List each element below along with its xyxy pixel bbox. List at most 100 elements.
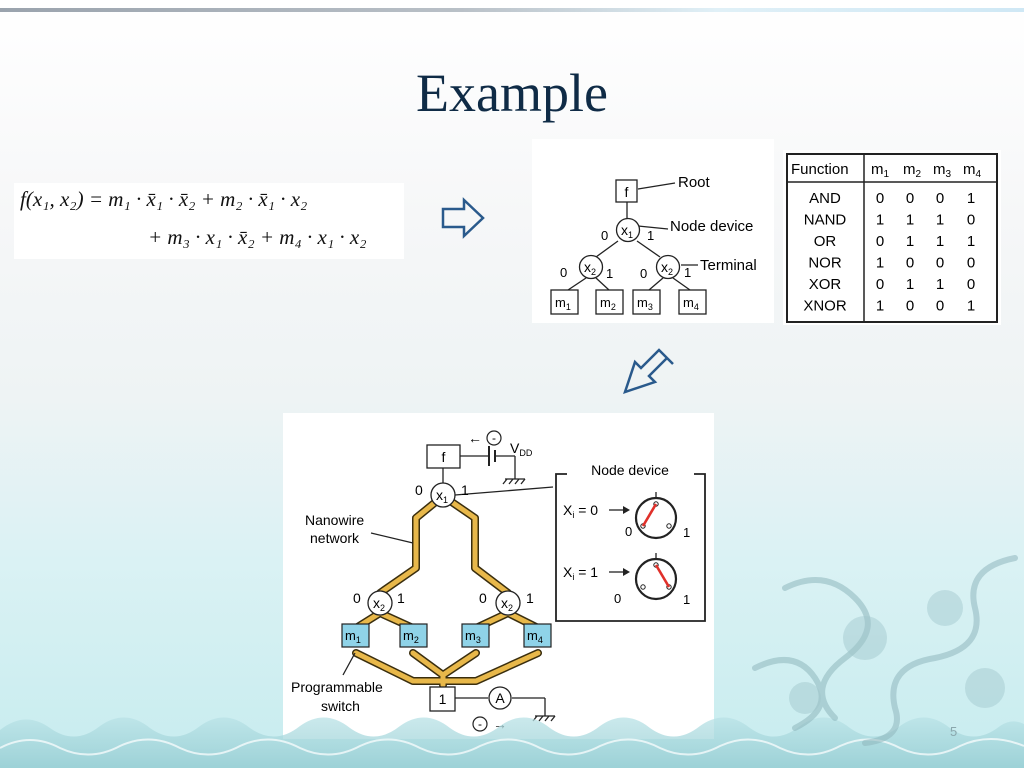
wave-border-decoration <box>0 717 1024 768</box>
truth-table-cell: 1 <box>936 276 944 293</box>
dragon-decoration <box>752 555 1018 746</box>
tree-label-node-device: Node device <box>670 218 753 235</box>
truth-table-cell: 0 <box>906 255 914 272</box>
tree-edge-0-x1: 0 <box>601 228 608 243</box>
truth-table-row-function: AND <box>809 190 841 207</box>
circuit-x2-left-text: x2 <box>373 595 385 613</box>
tree-terminal-m3-text: m3 <box>637 295 653 312</box>
circuit-ammeter-text: A <box>495 690 505 706</box>
tree-root-box <box>615 179 638 203</box>
truth-table-cell: 1 <box>876 212 884 229</box>
truth-table-cell: 1 <box>906 233 914 250</box>
tree-terminal-m2-text: m2 <box>600 295 616 312</box>
slide-number: 5 <box>950 724 958 739</box>
truth-table-header-m3: m3 <box>933 161 952 180</box>
truth-table-row-function: NAND <box>804 212 847 229</box>
circuit-label-programmable-1: Programmable <box>291 679 383 695</box>
truth-table-header-function: Function <box>791 161 849 178</box>
circuit-label-programmable-2: switch <box>321 698 360 714</box>
node-device-state-1-one: 1 <box>683 592 690 607</box>
tree-edge-1-x2-left: 1 <box>606 266 613 281</box>
truth-table-cell: 0 <box>906 190 914 207</box>
tree-node-x1 <box>615 217 641 243</box>
circuit-output-text: 1 <box>439 691 447 707</box>
truth-table-header-m2: m2 <box>903 161 922 180</box>
truth-table-cell: 1 <box>936 212 944 229</box>
truth-table-cell: 1 <box>967 190 975 207</box>
nanowire-network <box>352 492 542 689</box>
circuit-f-box <box>426 444 461 469</box>
node-device-state-1-needle <box>654 564 671 588</box>
truth-table-cell: 1 <box>936 233 944 250</box>
truth-table-cell: 0 <box>967 255 975 272</box>
formula-line-2: + m₃ · x₁ · x̄₂ + m₄ · x₁ · x₂ <box>148 225 367 249</box>
circuit-x2-right-edge-1: 1 <box>526 590 534 606</box>
top-rule <box>0 8 1024 12</box>
tree-terminal-m2 <box>595 289 624 315</box>
tree-node-x2-right <box>655 254 681 280</box>
truth-table-cell: 1 <box>906 212 914 229</box>
circuit-x2-right-edge-0: 0 <box>479 590 487 606</box>
circuit-output-box <box>429 686 456 712</box>
truth-table-header-m4: m4 <box>963 161 982 180</box>
arrow-down-left-outline-icon <box>623 348 674 394</box>
circuit-x2-left-edge-1: 1 <box>397 590 405 606</box>
circuit-switch-m3 <box>461 623 490 648</box>
truth-table-cell: 1 <box>876 298 884 315</box>
truth-table-cell: 1 <box>876 255 884 272</box>
node-device-inset-label: Node device <box>591 462 669 478</box>
circuit-f-text: f <box>442 449 446 465</box>
circuit-node-x2-right <box>495 590 521 616</box>
ammeter-icon <box>488 686 512 710</box>
circuit-switch-m2-text: m2 <box>403 628 419 645</box>
node-device-state-0-one: 1 <box>683 525 690 540</box>
circuit-x1-edge-1: 1 <box>461 482 469 498</box>
node-device-state-0-zero: 0 <box>625 524 632 539</box>
tree-root-text: f <box>625 184 629 200</box>
circuit-arrow-left: ← <box>468 430 482 446</box>
truth-table-row-function: OR <box>814 233 837 250</box>
decision-tree-panel: f x1 x2 x2 0 1 0 1 0 1 m1 m2 m3 m4 Root … <box>532 139 774 323</box>
circuit-switch-m2 <box>399 623 428 648</box>
circuit-label-nanowire-2: network <box>310 530 360 546</box>
tree-terminal-m3 <box>632 289 661 315</box>
tree-edge-0-x2-left: 0 <box>560 265 567 280</box>
truth-table-cell: 0 <box>936 255 944 272</box>
truth-table-cell: 0 <box>936 190 944 207</box>
truth-table-cell: 0 <box>967 276 975 293</box>
circuit-minus-top: - <box>492 431 496 445</box>
formula-line-1: f(x₁, x₂) = m₁ · x̄₁ · x̄₂ + m₂ · x̄₁ · … <box>20 187 308 211</box>
circuit-switch-m4-text: m4 <box>527 628 543 645</box>
tree-label-root: Root <box>678 174 711 191</box>
tree-edge-1-x1: 1 <box>647 228 654 243</box>
truth-table-cell: 1 <box>967 233 975 250</box>
nanowire-circuit-diagram: f - ← VDD x1 0 1 x2 0 1 x2 0 1 m1 m2 m3 … <box>291 430 706 732</box>
circuit-minus-top-icon <box>486 430 502 446</box>
nanowire-circuit-panel: f - ← VDD x1 0 1 x2 0 1 x2 0 1 m1 m2 m3 … <box>283 413 714 739</box>
circuit-minus-bottom-icon <box>472 716 488 732</box>
truth-table-cell: 0 <box>876 190 884 207</box>
tree-terminal-m1 <box>550 289 579 315</box>
truth-table-cell: 1 <box>906 276 914 293</box>
circuit-switch-m1-text: m1 <box>345 628 361 645</box>
node-device-state-1-zero: 0 <box>614 591 621 606</box>
tree-edge-1-x2-right: 1 <box>684 265 691 280</box>
tree-edge-0-x2-right: 0 <box>640 266 647 281</box>
node-device-state-0-needle <box>641 503 658 527</box>
truth-table-header-m1: m1 <box>871 161 890 180</box>
truth-table-row-function: NOR <box>808 255 842 272</box>
node-device-xi0-label: Xi = 0 <box>563 502 598 520</box>
truth-table-cell: 0 <box>967 212 975 229</box>
circuit-x2-right-text: x2 <box>501 595 513 613</box>
circuit-switch-m1 <box>341 623 370 648</box>
tree-x1-text: x1 <box>621 222 633 240</box>
truth-table-cell: 0 <box>936 298 944 315</box>
tree-terminal-m4-text: m4 <box>683 295 699 312</box>
tree-terminal-m4 <box>678 289 707 315</box>
node-device-xi1-label: Xi = 1 <box>563 564 598 582</box>
tree-x2-left-text: x2 <box>584 259 596 277</box>
arrow-right-outline-icon <box>441 197 485 239</box>
truth-table-cell: 0 <box>876 276 884 293</box>
circuit-switch-m3-text: m3 <box>465 628 481 645</box>
